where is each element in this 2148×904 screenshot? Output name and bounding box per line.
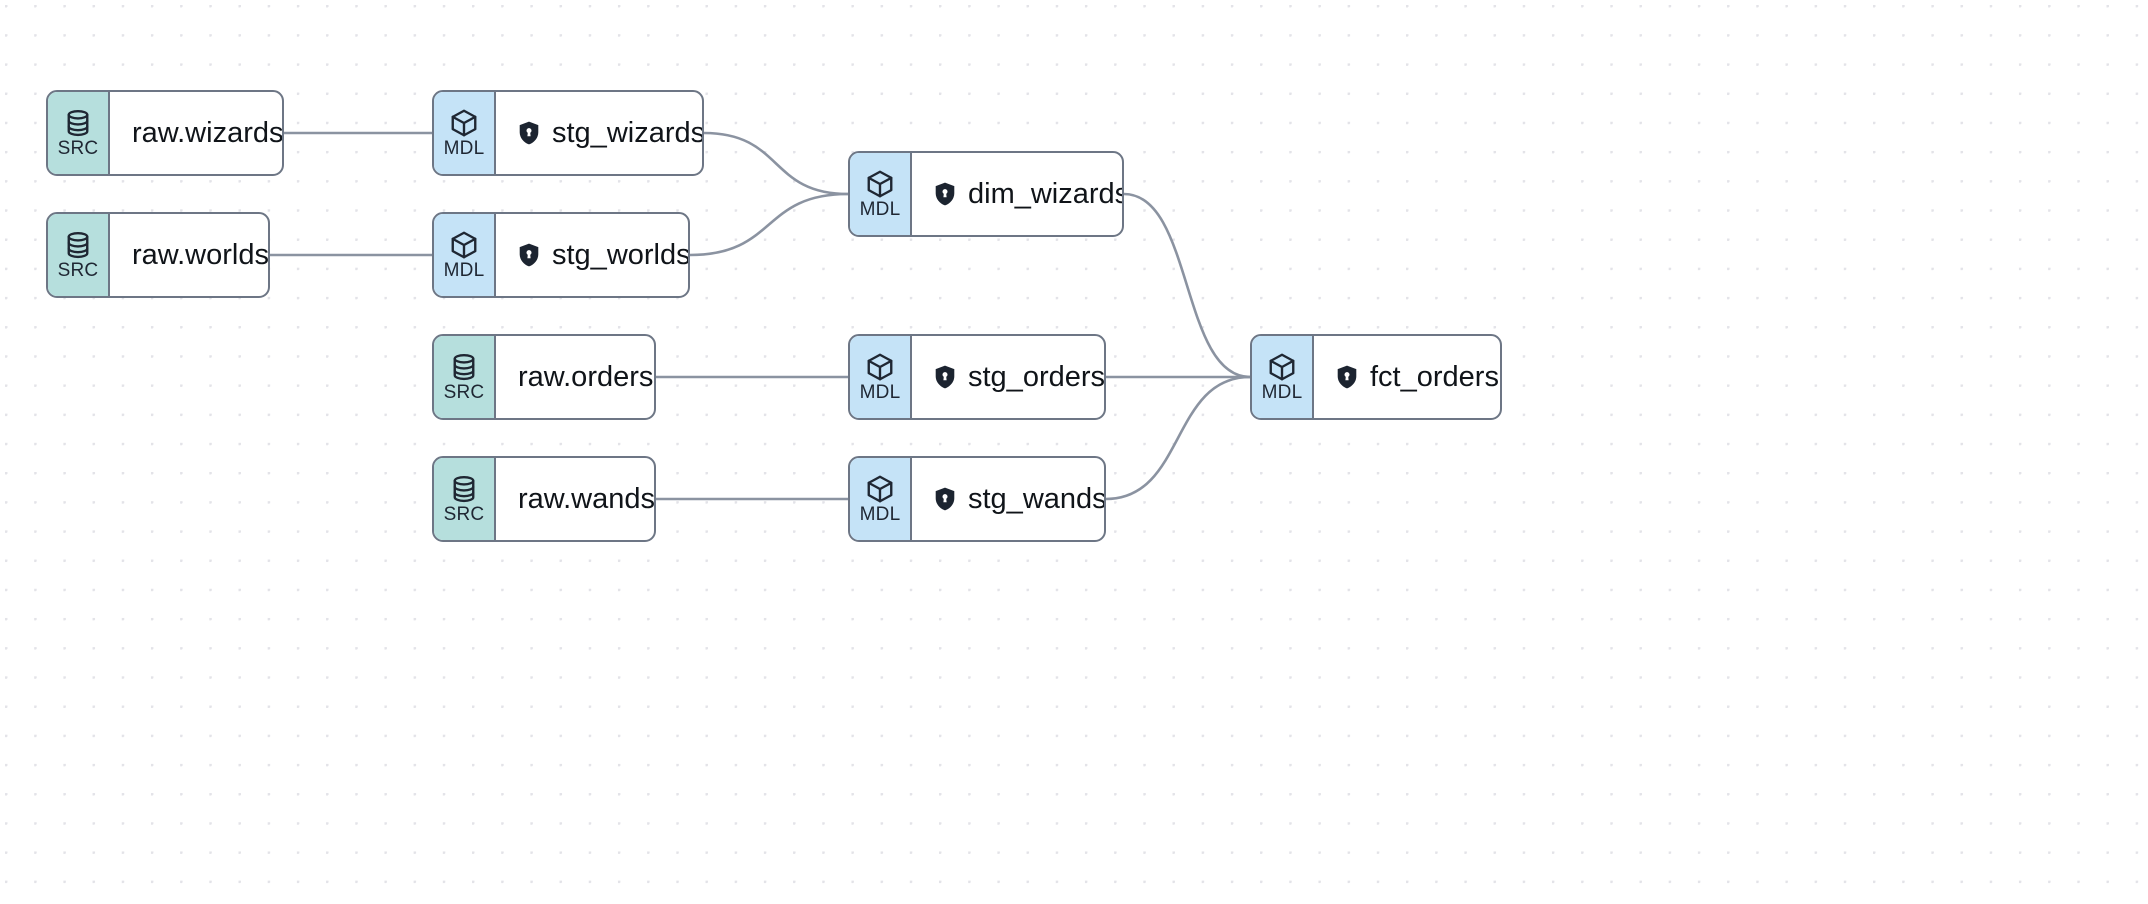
cube-icon xyxy=(449,230,479,260)
node-kind-label: MDL xyxy=(859,503,901,525)
shield-lock-icon xyxy=(934,365,956,389)
node-title: stg_wizards xyxy=(552,117,704,149)
node-kind-badge: SRC xyxy=(434,458,496,540)
node-title: raw.wands xyxy=(518,483,656,515)
database-icon xyxy=(449,352,479,382)
node-body: dim_wizards xyxy=(912,153,1124,235)
node-title: stg_worlds xyxy=(552,239,690,271)
node-kind-badge: MDL xyxy=(850,153,912,235)
node-title: raw.orders xyxy=(518,361,654,393)
node-kind-badge: SRC xyxy=(434,336,496,418)
cube-icon xyxy=(865,169,895,199)
graph-node-dim_wizards[interactable]: MDL dim_wizards xyxy=(848,151,1124,237)
graph-node-stg_wizards[interactable]: MDL stg_wizards xyxy=(432,90,704,176)
graph-node-raw_orders[interactable]: SRC raw.orders xyxy=(432,334,656,420)
graph-node-fct_orders[interactable]: MDL fct_orders xyxy=(1250,334,1502,420)
node-body: raw.worlds xyxy=(110,214,269,296)
shield-lock-icon xyxy=(934,182,956,206)
node-body: raw.orders xyxy=(496,336,654,418)
graph-node-raw_wands[interactable]: SRC raw.wands xyxy=(432,456,656,542)
node-body: stg_orders xyxy=(912,336,1106,418)
cube-icon xyxy=(449,108,479,138)
cube-icon xyxy=(865,474,895,504)
node-kind-badge: SRC xyxy=(48,214,110,296)
graph-edge-stg_wizards-to-dim_wizards xyxy=(702,131,850,196)
node-kind-badge: MDL xyxy=(850,336,912,418)
node-kind-label: SRC xyxy=(57,137,99,159)
node-kind-badge: MDL xyxy=(1252,336,1314,418)
node-kind-label: MDL xyxy=(859,198,901,220)
shield-lock-icon xyxy=(934,487,956,511)
database-icon xyxy=(63,108,93,138)
node-body: fct_orders xyxy=(1314,336,1500,418)
node-kind-badge: MDL xyxy=(434,92,496,174)
node-body: raw.wands xyxy=(496,458,656,540)
node-title: raw.worlds xyxy=(132,239,269,271)
shield-lock-icon xyxy=(518,121,540,145)
graph-edge-stg_wands-to-fct_orders xyxy=(1104,375,1252,501)
graph-node-raw_worlds[interactable]: SRC raw.worlds xyxy=(46,212,270,298)
node-kind-badge: MDL xyxy=(850,458,912,540)
node-body: stg_wands xyxy=(912,458,1106,540)
graph-node-stg_orders[interactable]: MDL stg_orders xyxy=(848,334,1106,420)
node-body: stg_wizards xyxy=(496,92,704,174)
database-icon xyxy=(449,474,479,504)
shield-lock-icon xyxy=(1336,365,1358,389)
graph-node-raw_wizards[interactable]: SRC raw.wizards xyxy=(46,90,284,176)
cube-icon xyxy=(865,352,895,382)
graph-edge-dim_wizards-to-fct_orders xyxy=(1122,192,1252,379)
node-kind-label: MDL xyxy=(1261,381,1303,403)
node-kind-label: MDL xyxy=(443,137,485,159)
cube-icon xyxy=(1267,352,1297,382)
node-title: stg_orders xyxy=(968,361,1106,393)
node-kind-badge: SRC xyxy=(48,92,110,174)
node-title: raw.wizards xyxy=(132,117,284,149)
node-kind-label: MDL xyxy=(859,381,901,403)
node-kind-label: SRC xyxy=(57,259,99,281)
node-kind-label: SRC xyxy=(443,381,485,403)
node-title: fct_orders xyxy=(1370,361,1499,393)
node-body: stg_worlds xyxy=(496,214,690,296)
node-body: raw.wizards xyxy=(110,92,284,174)
shield-lock-icon xyxy=(518,243,540,267)
database-icon xyxy=(63,230,93,260)
graph-edge-stg_worlds-to-dim_wizards xyxy=(688,192,850,257)
graph-node-stg_worlds[interactable]: MDL stg_worlds xyxy=(432,212,690,298)
node-title: dim_wizards xyxy=(968,178,1124,210)
node-kind-badge: MDL xyxy=(434,214,496,296)
graph-node-stg_wands[interactable]: MDL stg_wands xyxy=(848,456,1106,542)
node-kind-label: SRC xyxy=(443,503,485,525)
node-kind-label: MDL xyxy=(443,259,485,281)
node-title: stg_wands xyxy=(968,483,1106,515)
